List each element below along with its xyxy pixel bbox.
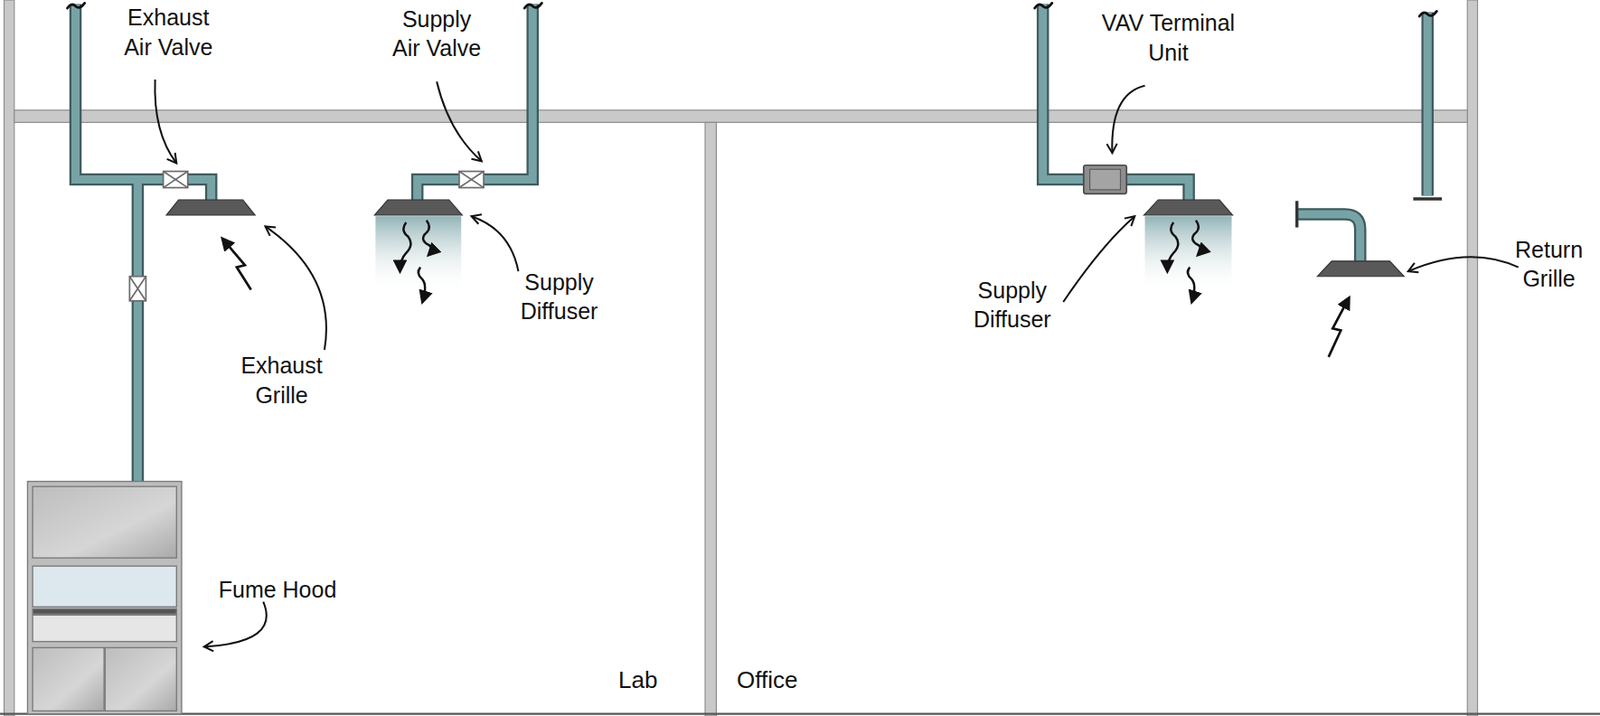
unit-label: VAV Terminal Unit [1096, 8, 1242, 67]
leader-lines [154, 79, 1518, 647]
air-valves [129, 171, 484, 302]
supply-air-flow [375, 216, 1232, 302]
ductwork [67, 2, 1443, 481]
grille-label: Exhaust Grille [236, 350, 328, 410]
vav-terminal-unit [1083, 165, 1127, 195]
equipment-label: Fume Hood [191, 574, 364, 605]
grille-label: Return Grille [1508, 235, 1591, 294]
valve-label: Exhaust Air Valve [119, 2, 217, 62]
room-label: Lab [618, 665, 658, 697]
valve-label: Supply Air Valve [387, 4, 486, 64]
diffuser-label: Supply Diffuser [967, 275, 1058, 335]
diffuser-label: Supply Diffuser [514, 267, 605, 327]
fume-hood [27, 481, 181, 715]
room-label: Office [736, 665, 798, 697]
exhaust-return-flow [222, 238, 1349, 358]
